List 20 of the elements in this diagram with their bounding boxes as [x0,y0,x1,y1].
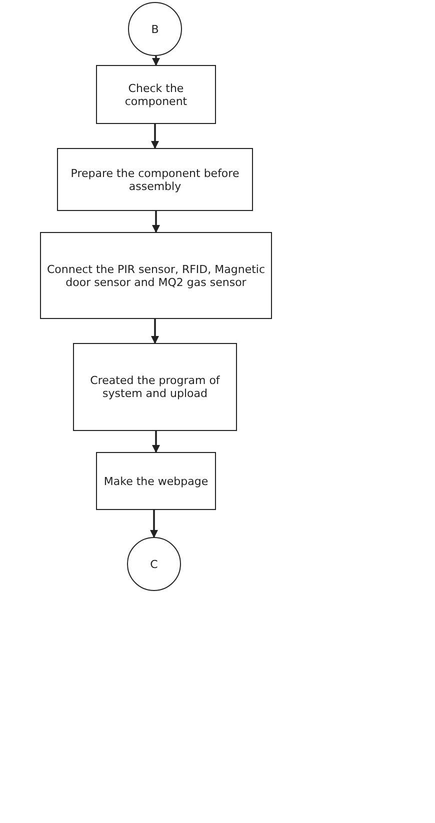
node-text: Connect the PIR sensor, RFID, Magnetic door sensor and MQ2 gas sensor [46,262,266,288]
arrow [150,510,158,538]
process-box [40,232,272,319]
process-box [57,148,253,211]
node-text: Make the webpage [104,474,208,488]
arrow [152,56,160,66]
node-text: C [150,558,158,570]
process-box [73,343,237,431]
arrow [151,319,159,344]
process-box [96,65,216,124]
node-text: Check the component [124,82,188,108]
arrow [152,431,160,453]
node-text: Created the program of system and upload [89,374,221,400]
arrow [152,211,160,233]
process-box [96,452,216,510]
node-text: B [151,22,159,36]
connector-circle [128,2,182,56]
arrow [151,124,159,149]
node-text: Prepare the component before assembly [70,166,240,192]
connector-circle [127,537,181,591]
